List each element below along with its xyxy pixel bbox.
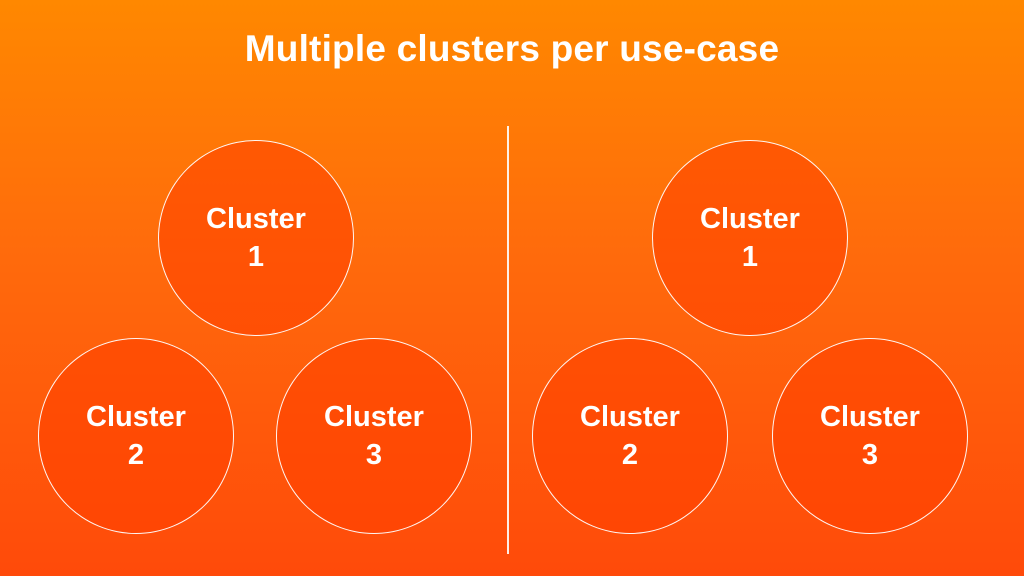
slide-title: Multiple clusters per use-case <box>244 28 780 69</box>
left-cluster-2-label: Cluster 2 <box>86 401 186 471</box>
right-cluster-3-circle: Cluster 3 <box>772 338 968 534</box>
right-cluster-2-circle: Cluster 2 <box>532 338 728 534</box>
left-cluster-2-circle: Cluster 2 <box>38 338 234 534</box>
right-cluster-1-label: Cluster 1 <box>700 203 800 273</box>
left-cluster-3-label: Cluster 3 <box>324 401 424 471</box>
right-cluster-3-label: Cluster 3 <box>820 401 920 471</box>
left-cluster-1-label: Cluster 1 <box>206 203 306 273</box>
left-cluster-1-circle: Cluster 1 <box>158 140 354 336</box>
right-cluster-1-circle: Cluster 1 <box>652 140 848 336</box>
group-divider <box>507 126 509 554</box>
right-cluster-2-label: Cluster 2 <box>580 401 680 471</box>
left-cluster-3-circle: Cluster 3 <box>276 338 472 534</box>
